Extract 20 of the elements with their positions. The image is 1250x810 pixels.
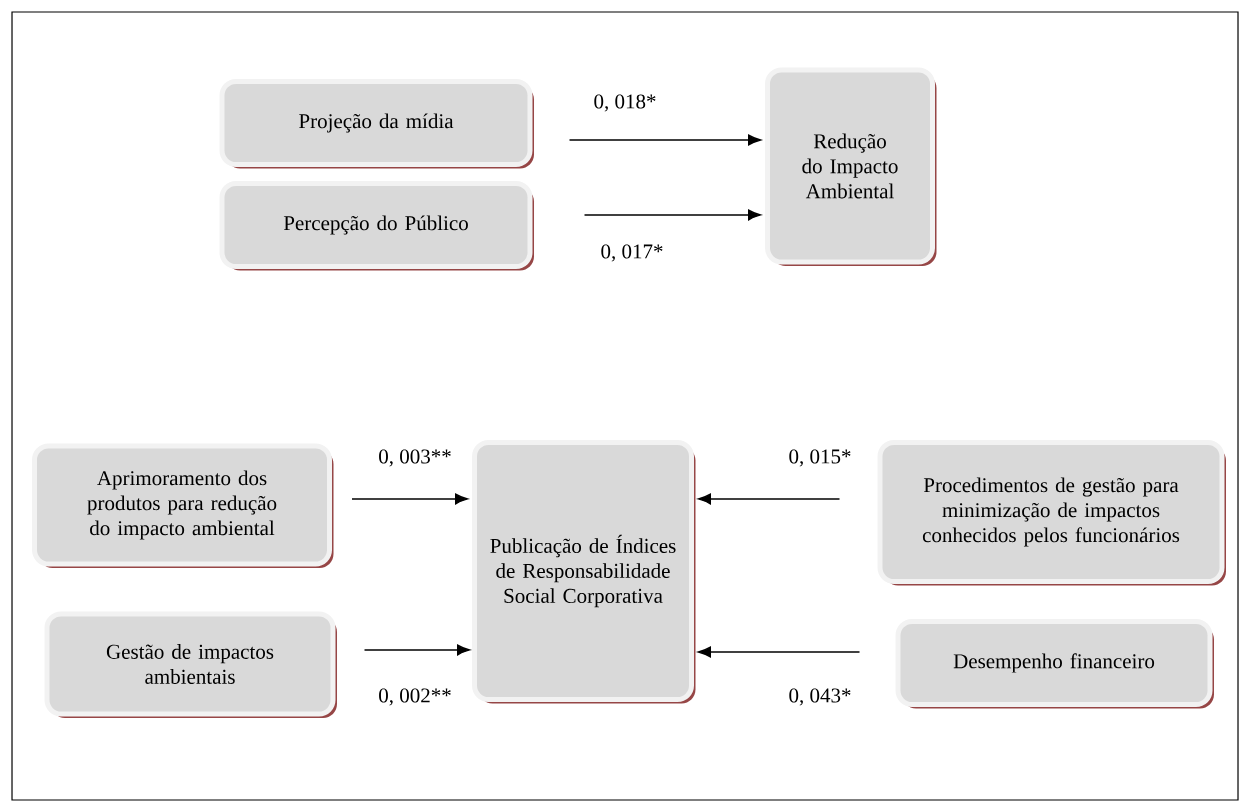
process-box: Aprimoramento dos produtos para redução do impacto ambiental (32, 443, 334, 568)
process-box: Percepção do Público (219, 181, 534, 271)
arrow (697, 493, 841, 505)
edge-label: 0, 002** (379, 688, 451, 706)
process-box: Projeção da mídia (219, 79, 534, 169)
arrow (583, 209, 762, 221)
process-box: Publicação de Índices de Responsabilidade Social Corporativa (472, 440, 696, 704)
edge-label: 0, 017* (601, 244, 663, 262)
process-box: Redução do Impacto Ambiental (765, 67, 937, 266)
process-box: Gestão de impactos ambientais (44, 611, 337, 718)
edge-label: 0, 015* (789, 449, 851, 467)
edge-label: 0, 043* (789, 688, 851, 706)
arrow (363, 644, 471, 656)
edge-label: 0, 018* (594, 94, 656, 112)
arrow (568, 134, 762, 146)
arrow (351, 493, 469, 505)
process-box: Desempenho financeiro (895, 619, 1214, 709)
process-box: Procedimentos de gestão para minimização de impactos conhecidos pelos funcionários (877, 440, 1226, 586)
arrow (697, 646, 861, 658)
edge-label: 0, 003** (379, 449, 451, 467)
